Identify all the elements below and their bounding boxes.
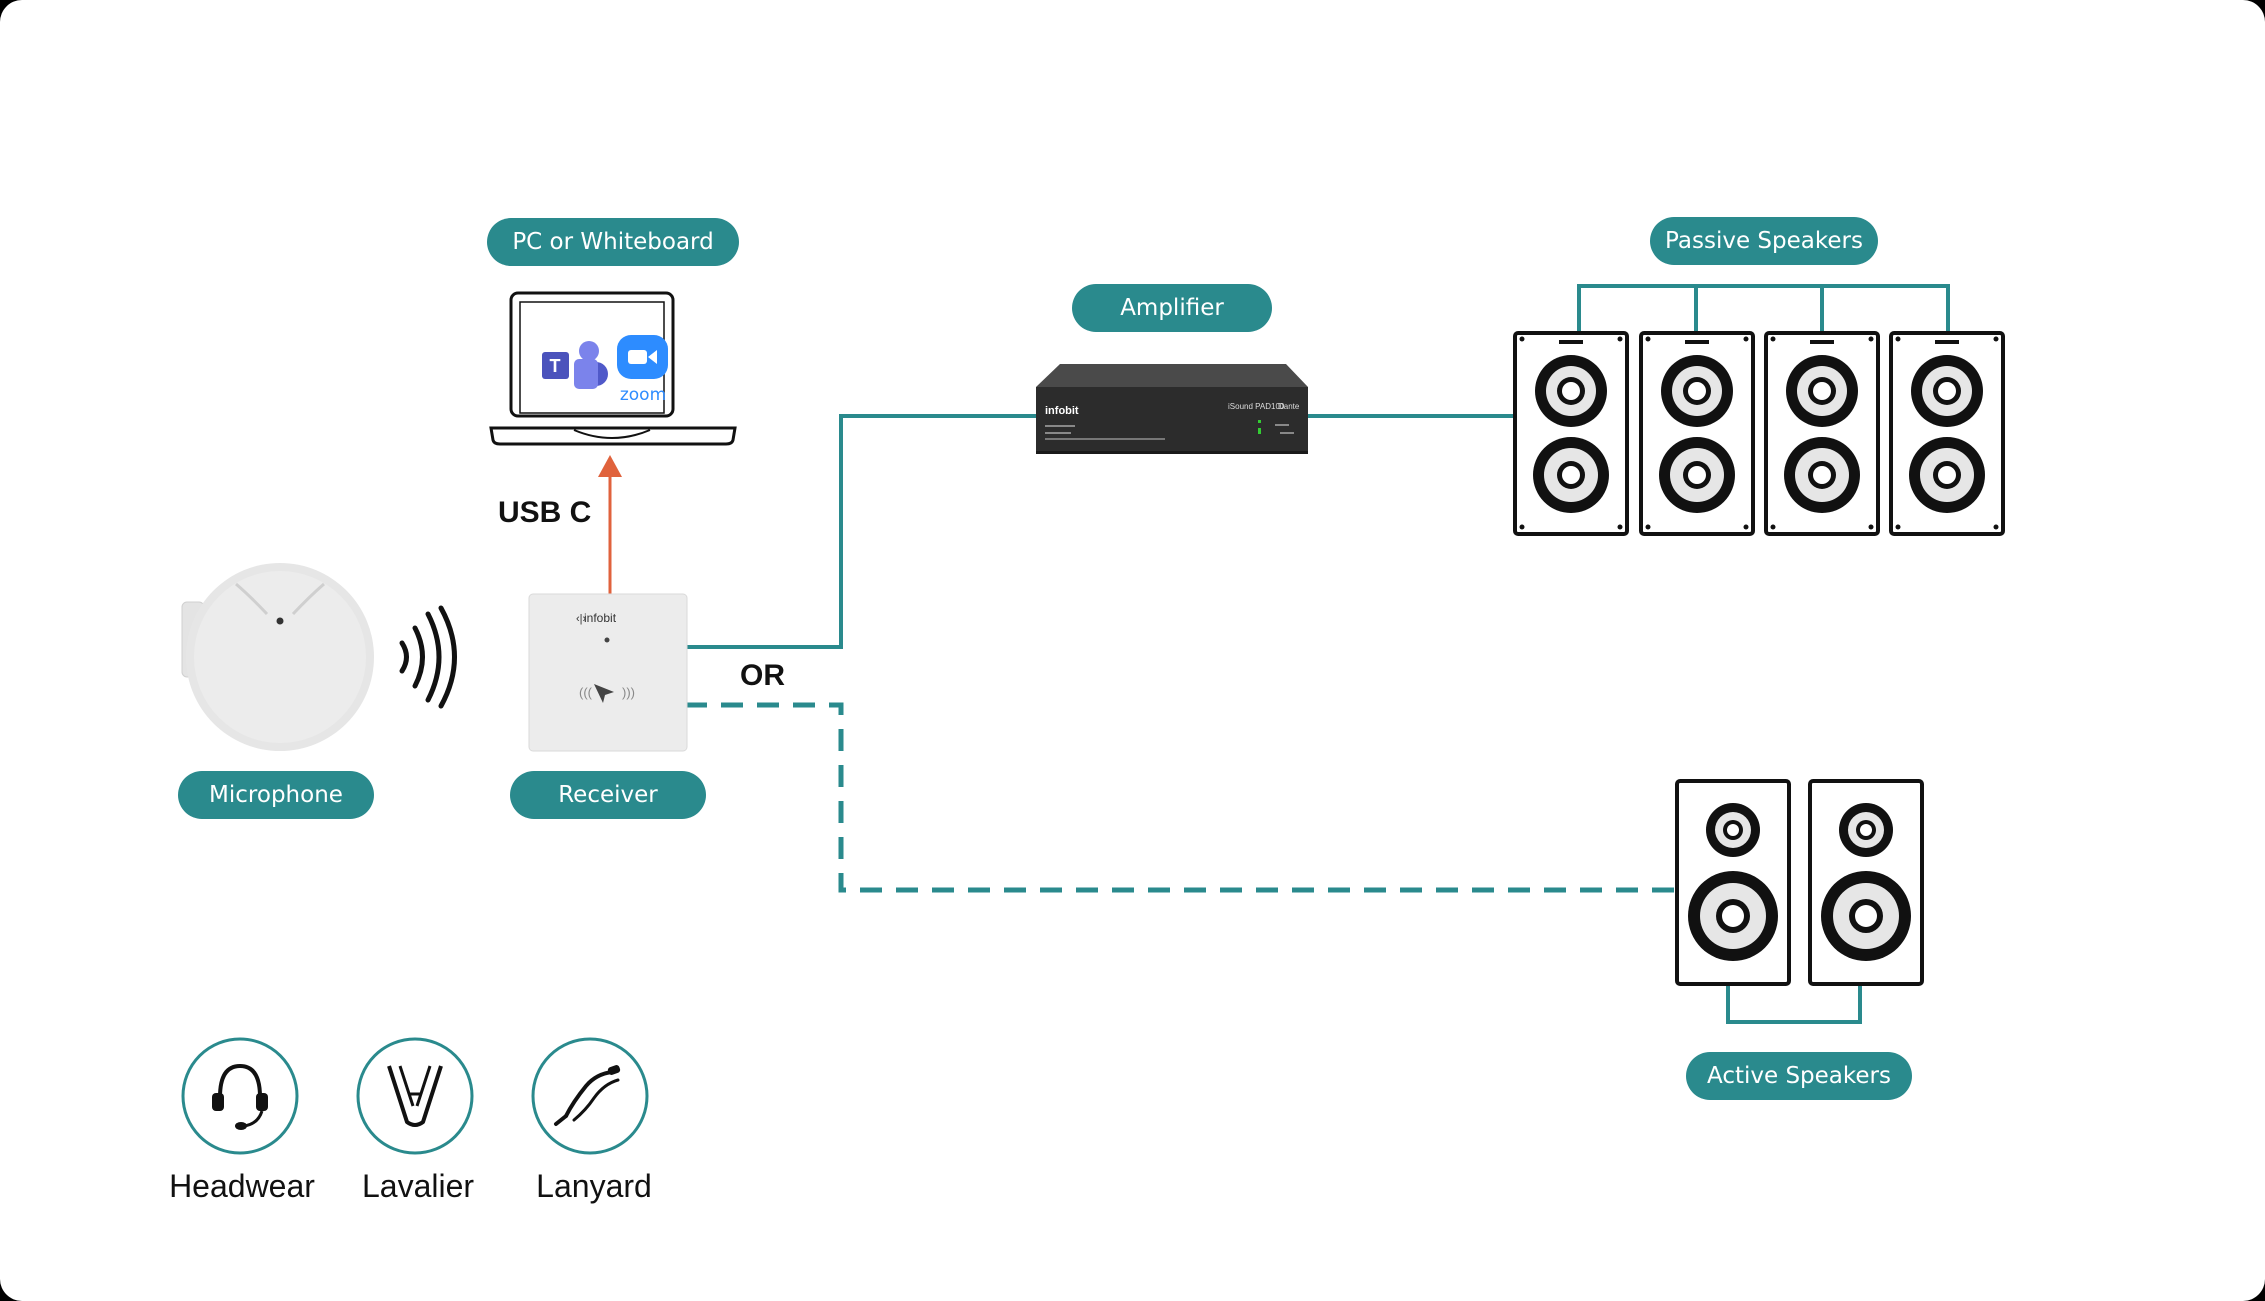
passive-speaker-3 bbox=[1764, 331, 1880, 536]
microphone-label: Microphone bbox=[178, 771, 374, 819]
pc-label: PC or Whiteboard bbox=[487, 218, 739, 266]
passive-speaker-1 bbox=[1513, 331, 1629, 536]
active-speakers-label: Active Speakers bbox=[1686, 1052, 1912, 1100]
amplifier-device: infobit iSound PAD100 Dante bbox=[1036, 364, 1308, 454]
svg-text:))): ))) bbox=[622, 685, 635, 700]
usb-arrow bbox=[598, 455, 622, 595]
amp-brand: infobit bbox=[1045, 405, 1079, 417]
zoom-label: zoom bbox=[620, 385, 666, 405]
receiver-label: Receiver bbox=[510, 771, 706, 819]
active-speaker-2 bbox=[1808, 779, 1924, 986]
or-label: OR bbox=[740, 659, 785, 692]
accessory-label-headwear: Headwear bbox=[169, 1168, 315, 1204]
receiver-brand: infobit bbox=[584, 611, 617, 625]
teams-icon: T bbox=[542, 341, 608, 389]
active-speaker-1 bbox=[1675, 779, 1791, 986]
svg-text:T: T bbox=[550, 356, 561, 376]
amp-dante: Dante bbox=[1278, 402, 1300, 411]
amp-model: iSound PAD100 bbox=[1228, 402, 1285, 411]
svg-text:(((: ((( bbox=[579, 685, 593, 700]
receiver-device: infobit ‹|› ((( ))) bbox=[528, 593, 688, 752]
passive-speaker-2 bbox=[1639, 331, 1755, 536]
passive-speakers-label: Passive Speakers bbox=[1650, 217, 1878, 265]
microphone-device bbox=[181, 563, 374, 751]
amplifier-label: Amplifier bbox=[1072, 284, 1272, 332]
passive-speaker-4 bbox=[1889, 331, 2005, 536]
zoom-icon: zoom bbox=[617, 335, 668, 405]
svg-text:‹|›: ‹|› bbox=[576, 613, 587, 625]
laptop-icon: T zoom bbox=[489, 291, 737, 446]
accessory-label-lanyard: Lanyard bbox=[536, 1168, 652, 1204]
lanyard-icon bbox=[531, 1037, 649, 1155]
usb-c-label: USB C bbox=[498, 496, 592, 529]
lavalier-icon bbox=[356, 1037, 474, 1155]
wireless-signal-icon bbox=[399, 605, 457, 709]
connection-lines bbox=[685, 284, 1950, 1024]
accessory-label-lavalier: Lavalier bbox=[361, 1168, 475, 1204]
headset-icon bbox=[181, 1037, 299, 1155]
